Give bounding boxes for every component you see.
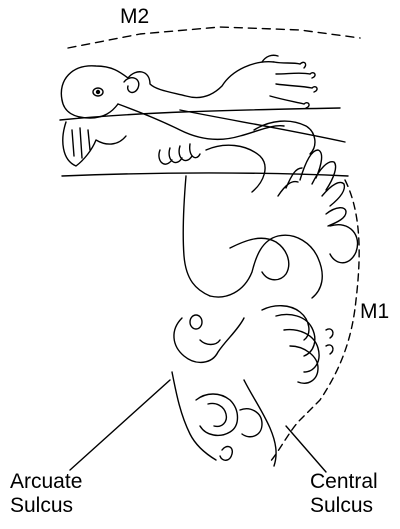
lower-face-outline: [174, 318, 244, 362]
teeth: [72, 128, 90, 158]
lower-right-outline: [244, 380, 276, 466]
label-m1: M1: [360, 300, 389, 324]
label-arcuate-line1: Arcuate: [10, 470, 90, 494]
middle-mass: [210, 235, 322, 298]
toe-cluster: [159, 144, 200, 164]
label-central-sulcus: Central Sulcus: [310, 470, 390, 518]
right-loop: [330, 225, 358, 263]
label-arcuate-line2: Sulcus: [10, 494, 90, 518]
arcuate-pointer: [70, 380, 170, 470]
lower-fingers: [262, 306, 319, 384]
guide-line-lower: [62, 173, 348, 176]
trunk-right-contour: [206, 145, 265, 192]
m2-dashed-boundary: [68, 27, 360, 48]
label-m2: M2: [120, 5, 149, 29]
ear: [124, 78, 139, 93]
trunk-left-contour: [183, 176, 210, 296]
label-central-line2: Sulcus: [310, 494, 390, 518]
finger-tips-lower: [326, 329, 333, 354]
lower-mouth: [200, 340, 220, 345]
lower-eye: [190, 315, 202, 329]
lower-left-outline: [172, 372, 216, 460]
upper-finger-tips: [300, 62, 317, 108]
tongue-inner: [208, 403, 226, 426]
fingers-mid: [278, 168, 302, 196]
tongue-region: [196, 394, 238, 435]
middle-curl: [230, 238, 289, 280]
hand-right-fingers: [300, 150, 346, 226]
label-central-line1: Central: [310, 470, 390, 494]
label-arcuate-sulcus: Arcuate Sulcus: [10, 470, 90, 518]
central-pointer: [286, 426, 326, 472]
bottom-squiggle: [220, 447, 232, 461]
jaw: [63, 122, 126, 166]
m1-dashed-boundary: [270, 180, 359, 462]
lower-loop: [240, 409, 262, 437]
